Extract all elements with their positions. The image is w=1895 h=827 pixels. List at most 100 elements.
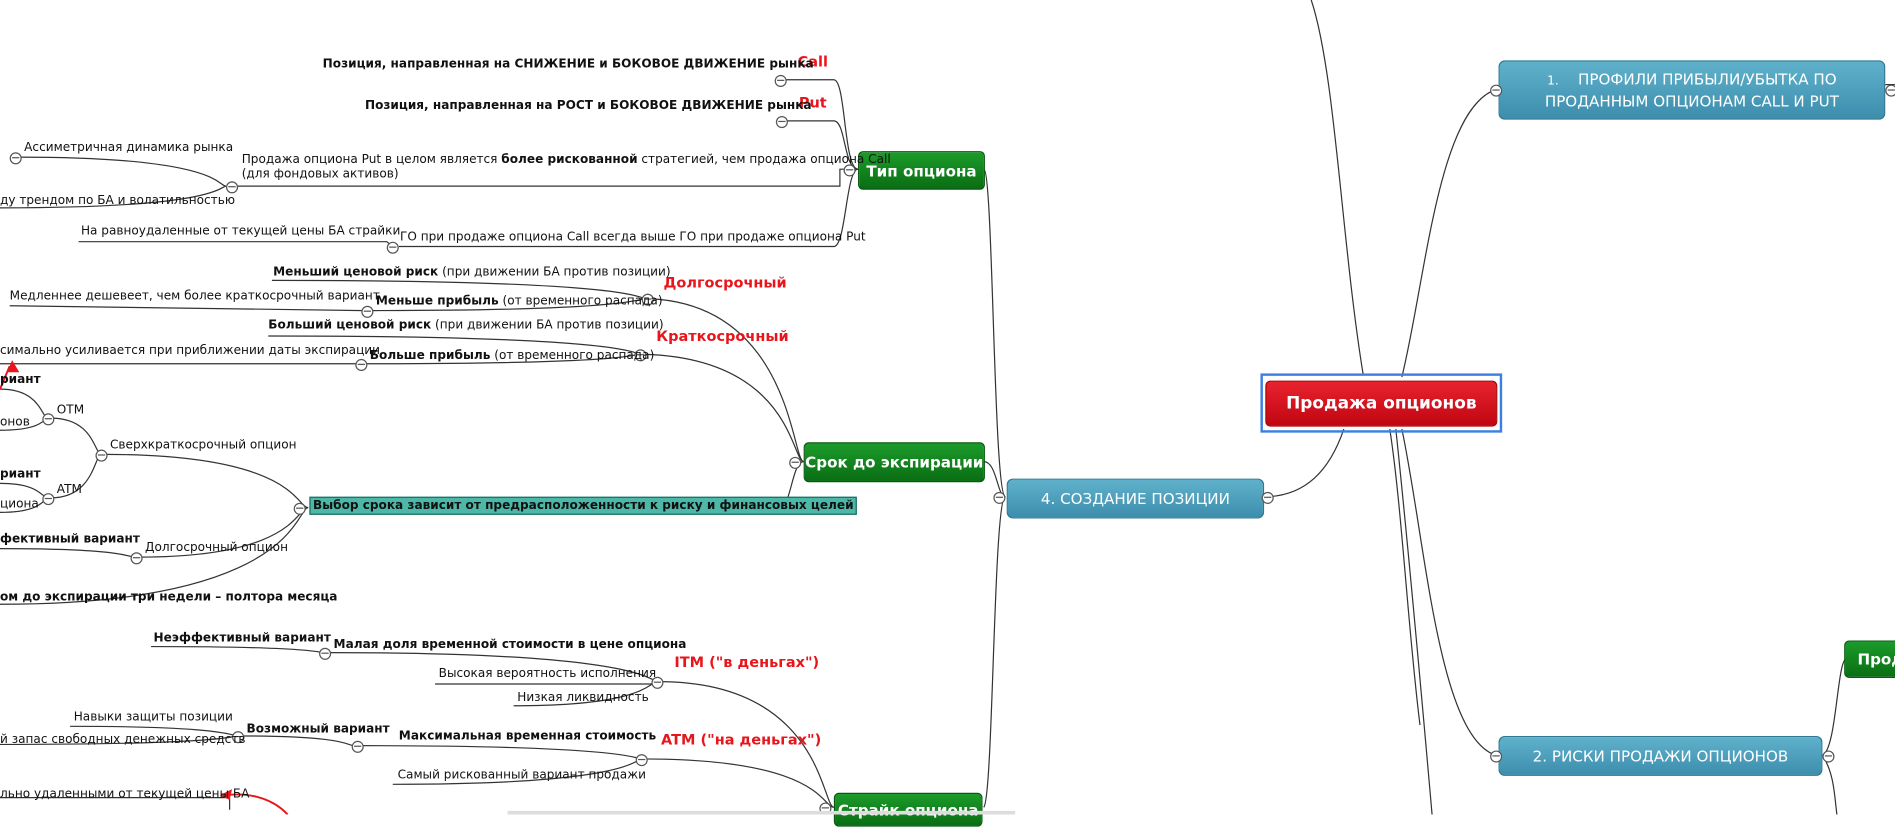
call-description[interactable]: Позиция, направленная на СНИЖЕНИЕ и БОКО… [323,58,814,73]
long-option-text[interactable]: Долгосрочный опцион [145,541,288,555]
risks-child-node[interactable]: Прод [1844,640,1895,678]
asym-text[interactable]: Ассиметричная динамика рынка [24,141,234,155]
branch-profiles[interactable]: 1. ПРОФИЛИ ПРИБЫЛИ/УБЫТКА ПО ПРОДАННЫМ ОП… [1498,60,1886,120]
collapse-toggle[interactable] [1490,84,1503,97]
collapse-toggle[interactable] [774,74,787,88]
itm-label[interactable]: ITM ("в деньгах") [674,653,820,671]
risks-child-label: Прод [1857,650,1895,669]
collapse-toggle[interactable] [843,164,856,177]
long-profit-rest: (от временного распада) [498,294,663,309]
itm-small-text[interactable]: Малая доля временной стоимости в цене оп… [333,638,687,652]
variant-fragment-2[interactable]: риант [0,467,41,481]
risky-line2: (для фондовых активов) [241,167,399,182]
long-term-label[interactable]: Долгосрочный [663,274,787,292]
expiry-node[interactable]: Срок до экспирации [803,442,985,483]
far-strikes-text[interactable]: льно удаленными от текущей цены БА [0,787,250,802]
collapse-toggle[interactable] [9,152,22,165]
options-fragment[interactable]: онов [0,415,30,430]
short-risk-rest: (при движении БА против позиции) [431,319,664,333]
collapse-toggle[interactable] [1822,750,1835,763]
atm-possible-text[interactable]: Возможный вариант [246,722,390,736]
short-risk-bold: Больший ценовой риск [268,319,432,333]
expiry-node-label: Срок до экспирации [805,453,984,472]
collapse-toggle[interactable] [635,754,648,767]
short-term-label[interactable]: Краткосрочный [656,327,789,345]
trend-text[interactable]: ду трендом по БА и волатильностью [0,194,235,208]
collapse-toggle[interactable] [232,731,245,744]
collapse-toggle[interactable] [1885,84,1895,97]
collapse-toggle[interactable] [95,449,108,462]
itm-high-prob-text[interactable]: Высокая вероятность исполнения [438,667,657,681]
atm-skills-text[interactable]: Навыки защиты позиции [73,710,233,724]
risky-bold: более рискованной [501,153,638,167]
call-desc-bold: СНИЖЕНИЕ и БОКОВОЕ ДВИЖЕНИЕ рынка [514,58,814,72]
horizontal-scrollbar[interactable] [507,810,1016,815]
atm-cash-text[interactable]: й запас свободных денежных средств [0,733,246,747]
branch-creation[interactable]: 4. СОЗДАНИЕ ПОЗИЦИИ [1006,478,1265,519]
collapse-toggle[interactable] [319,647,332,660]
collapse-toggle[interactable] [355,358,368,372]
short-profit-rest: (от временного распада) [490,349,655,363]
strike-node[interactable]: Страйк опциона [833,792,983,827]
short-risk-text[interactable]: Больший ценовой риск (при движении БА пр… [268,319,663,334]
branch-profiles-num: 1. [1547,74,1559,88]
collapse-toggle[interactable] [641,293,654,306]
effective-fragment[interactable]: фективный вариант [0,532,140,547]
collapse-toggle[interactable] [634,349,647,362]
collapse-toggle[interactable] [386,241,399,254]
short-profit-text[interactable]: Больше прибыль (от временного распада) [370,349,654,364]
atm-strike-label[interactable]: ATM ("на деньгах") [661,731,822,749]
collapse-toggle[interactable] [1261,491,1274,504]
collapse-toggle[interactable] [293,502,306,515]
collapse-toggle[interactable] [225,181,239,194]
collapse-toggle[interactable] [361,305,374,318]
atm-text[interactable]: ATM [56,483,82,497]
branch-profiles-line1: ПРОФИЛИ ПРИБЫЛИ/УБЫТКА ПО [1578,69,1837,88]
ultra-short-text[interactable]: Сверхкраткосрочный опцион [109,438,297,452]
type-node-label: Тип опциона [866,161,977,180]
otm-text[interactable]: OTM [56,403,85,417]
short-amplify-text[interactable]: симально усиливается при приближении дат… [0,344,381,358]
collapse-toggle[interactable] [130,552,143,565]
long-profit-text[interactable]: Меньше прибыль (от временного распада) [376,295,663,310]
short-profit-bold: Больше прибыль [369,349,491,363]
branch-risks[interactable]: 2. РИСКИ ПРОДАЖИ ОПЦИОНОВ [1498,735,1823,776]
long-risk-bold: Меньший ценовой риск [273,265,439,280]
put-desc-bold: РОСТ и БОКОВОЕ ДВИЖЕНИЕ рынка [556,99,812,113]
long-risk-rest: (при движении БА против позиции) [438,265,671,280]
atm-max-text[interactable]: Максимальная временная стоимость [398,729,657,744]
collapse-toggle[interactable] [775,116,788,129]
branch-risks-label: 2. РИСКИ ПРОДАЖИ ОПЦИОНОВ [1532,746,1789,765]
collapse-toggle[interactable] [993,491,1006,504]
long-profit-bold: Меньше прибыль [375,294,499,309]
collapse-toggle[interactable] [42,413,55,426]
type-node[interactable]: Тип опциона [858,151,985,190]
risky-pre: Продажа опциона Put в целом является [241,153,502,167]
call-label[interactable]: Call [797,53,828,71]
collapse-toggle[interactable] [42,493,55,506]
collapse-toggle[interactable] [1490,750,1503,763]
margin-text[interactable]: ГО при продаже опциона Call всегда выше … [400,230,866,245]
choice-node[interactable]: Выбор срока зависит от предрасположеннос… [309,496,858,515]
three-weeks-fragment[interactable]: ом до экспирации три недели – полтора ме… [0,590,338,605]
put-risky-text[interactable]: Продажа опциона Put в целом является бол… [242,153,891,182]
long-cheaper-text[interactable]: Медленнее дешевеет, чем более краткосроч… [9,290,380,304]
collapse-toggle[interactable] [789,456,802,469]
atm-risky-text[interactable]: Самый рискованный вариант продажи [397,768,646,782]
put-description[interactable]: Позиция, направленная на РОСТ и БОКОВОЕ … [365,99,812,114]
branch-profiles-line2: ПРОДАННЫМ ОПЦИОНАМ CALL И PUT [1544,91,1839,110]
risky-post: стратегией, чем продажа опциона Call [637,153,891,167]
put-label[interactable]: Put [798,94,827,112]
option-fragment[interactable]: циона [0,497,39,512]
root-node[interactable]: Продажа опционов [1265,380,1498,427]
variant-fragment-1[interactable]: риант [0,373,41,387]
itm-ineffective-text[interactable]: Неэффективный вариант [153,632,331,646]
root-selection-frame [1260,373,1503,433]
itm-low-liq-text[interactable]: Низкая ликвидность [517,691,649,705]
collapse-toggle[interactable] [651,676,664,689]
collapse-toggle[interactable] [351,740,364,753]
long-risk-text[interactable]: Меньший ценовой риск (при движении БА пр… [273,266,671,281]
equidistant-text[interactable]: На равноудаленные от текущей цены БА стр… [80,224,401,239]
